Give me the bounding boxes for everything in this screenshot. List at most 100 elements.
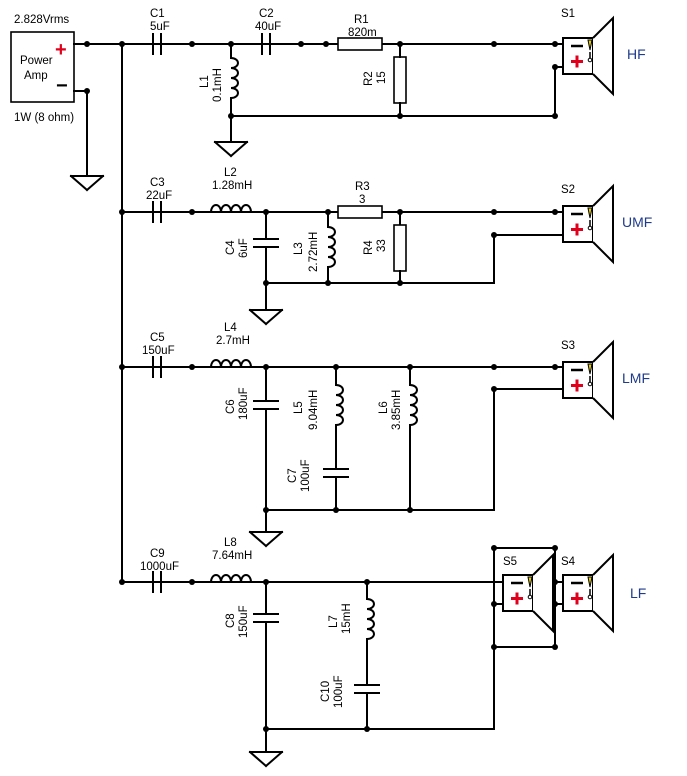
speaker-s2	[561, 184, 615, 264]
amp-voltage: 2.828Vrms	[14, 14, 69, 26]
components-L6-ref-label: L6	[378, 401, 390, 414]
junction-dot	[552, 41, 558, 47]
components-L2-value-label: 1.28mH	[212, 180, 252, 192]
junction-dot	[552, 579, 558, 585]
resistor-r1	[337, 37, 383, 51]
junction-dot	[552, 64, 558, 70]
inductor-l4	[210, 359, 252, 368]
junction-dot	[364, 726, 370, 732]
capacitor-c10	[354, 684, 380, 694]
band-label-umf: UMF	[622, 214, 652, 230]
components-R4-ref-label: R4	[363, 240, 375, 255]
junction-dot	[364, 579, 370, 585]
junction-dot	[84, 41, 90, 47]
capacitor-c6	[253, 400, 279, 410]
components-L5-value-label: 9.04mH	[308, 390, 320, 430]
components-C10-value-label: 100uF	[333, 675, 345, 708]
junction-dot	[189, 209, 195, 215]
ground-lf	[249, 751, 283, 767]
components-C3-ref-label: C3	[150, 177, 165, 189]
components-L1-ref-label: L1	[199, 75, 211, 88]
junction-dot	[298, 41, 304, 47]
amp-power: 1W (8 ohm)	[14, 112, 74, 124]
components-C2-value-label: 40uF	[255, 21, 281, 33]
capacitor-c7	[323, 468, 349, 478]
components-L3-value-label: 2.72mH	[308, 232, 320, 272]
components-L8-ref-label: L8	[224, 537, 237, 549]
junction-dot	[228, 113, 234, 119]
components-L4-value-label: 2.7mH	[216, 335, 250, 347]
band-label-hf: HF	[627, 46, 646, 62]
junction-dot	[119, 364, 125, 370]
inductor-l6	[409, 384, 418, 426]
ground-umf	[249, 309, 283, 325]
components-C9-ref-label: C9	[150, 548, 165, 560]
components-C8-value-label: 150uF	[238, 605, 250, 638]
junction-dot	[325, 209, 331, 215]
components-L8-value-label: 7.64mH	[212, 550, 252, 562]
junction-dot	[397, 113, 403, 119]
components-L2-ref-label: L2	[224, 167, 237, 179]
junction-dot	[407, 364, 413, 370]
junction-dot	[263, 579, 269, 585]
junction-dot	[491, 209, 497, 215]
inductor-l8	[210, 574, 252, 583]
speakers-S4-ref-label: S4	[561, 556, 576, 568]
inductor-l7	[366, 598, 375, 640]
capacitor-c4	[253, 238, 279, 248]
speakers-S5-ref-label: S5	[503, 556, 517, 568]
junction-dot	[119, 209, 125, 215]
components-L4-ref-label: L4	[224, 322, 237, 334]
junction-dot	[552, 113, 558, 119]
inductor-l3	[327, 226, 336, 268]
components-C4-ref-label: C4	[225, 240, 237, 255]
junction-dot	[119, 579, 125, 585]
junction-dot	[397, 280, 403, 286]
speaker-s3	[561, 340, 615, 420]
speaker-s1	[561, 16, 615, 96]
junction-dot	[491, 386, 497, 392]
components-L6-value-label: 3.85mH	[391, 390, 403, 430]
junction-dot	[333, 364, 339, 370]
ground-lmf	[249, 531, 283, 547]
components-C3-value-label: 22uF	[146, 190, 172, 202]
junction-dot	[189, 579, 195, 585]
junction-dot	[189, 364, 195, 370]
components-C1-ref-label: C1	[150, 8, 165, 20]
junction-dot	[333, 507, 339, 513]
junction-dot	[491, 232, 497, 238]
band-label-lmf: LMF	[622, 370, 650, 386]
junction-dot	[119, 41, 125, 47]
speakers-S2-ref-label: S2	[561, 184, 575, 196]
junction-dot	[552, 545, 558, 551]
components-C1-value-label: 5uF	[150, 21, 170, 33]
components-L3-ref-label: L3	[293, 242, 305, 255]
components-C5-value-label: 150uF	[142, 345, 175, 357]
amp-label-2: Amp	[24, 70, 48, 82]
components-C9-value-label: 1000uF	[140, 561, 179, 573]
junction-dot	[323, 41, 329, 47]
junction-dot	[407, 507, 413, 513]
speakers-S3-ref-label: S3	[561, 340, 575, 352]
resistor-r4	[393, 224, 407, 272]
components-R4-value-label: 33	[376, 239, 388, 252]
junction-dot	[552, 601, 558, 607]
junction-dot	[228, 41, 234, 47]
amp-ground-symbol	[70, 175, 104, 191]
junction-dot	[263, 209, 269, 215]
resistor-r3	[337, 205, 383, 219]
junction-dot	[263, 726, 269, 732]
junction-dot	[325, 280, 331, 286]
junction-dot	[189, 41, 195, 47]
components-R2-value-label: 15	[376, 71, 388, 84]
amp-label-1: Power	[20, 55, 53, 67]
components-C5-ref-label: C5	[150, 332, 165, 344]
junction-dot	[263, 507, 269, 513]
amp-plus-sign: +	[55, 39, 67, 61]
components-R3-value-label: 3	[359, 194, 365, 206]
junction-dot	[552, 644, 558, 650]
junction-dot	[397, 209, 403, 215]
components-C10-ref-label: C10	[320, 681, 332, 702]
inductor-l5	[335, 384, 344, 426]
